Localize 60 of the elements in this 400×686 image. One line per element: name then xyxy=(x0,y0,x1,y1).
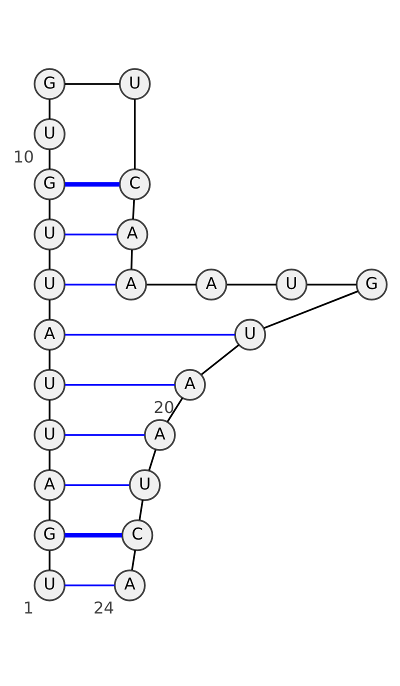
node-circle: A xyxy=(116,218,148,250)
connector xyxy=(307,283,357,285)
node-label: 1 xyxy=(23,598,34,617)
node-circle: G xyxy=(34,518,66,551)
connector xyxy=(48,199,50,219)
node-circle: U xyxy=(34,118,66,150)
connector xyxy=(166,397,184,422)
node-circle: U xyxy=(34,418,66,450)
connector xyxy=(48,450,50,470)
connector xyxy=(146,283,196,285)
connector xyxy=(48,550,50,570)
connector xyxy=(64,182,120,186)
connector xyxy=(64,434,145,436)
connector xyxy=(48,98,50,118)
node-circle: G xyxy=(34,168,66,200)
connector xyxy=(226,283,276,285)
node-label: 20 xyxy=(154,397,174,416)
node-circle: U xyxy=(234,318,266,350)
connector xyxy=(48,249,50,269)
connector xyxy=(64,283,116,285)
node-circle: U xyxy=(34,368,66,400)
node-circle: U xyxy=(34,568,66,601)
connector xyxy=(64,82,120,84)
connector xyxy=(201,344,240,375)
node-circle: C xyxy=(118,168,151,200)
connector xyxy=(64,333,235,336)
connector xyxy=(48,149,50,169)
connector xyxy=(134,98,136,169)
connector xyxy=(48,350,50,370)
node-label: 24 xyxy=(93,598,114,617)
node-circle: G xyxy=(34,68,66,100)
connector xyxy=(64,383,175,386)
connector xyxy=(48,500,50,520)
connector xyxy=(64,484,130,486)
connector xyxy=(148,448,156,470)
connector xyxy=(138,500,144,520)
connector xyxy=(64,532,122,538)
node-circle: U xyxy=(34,268,66,300)
node-circle: A xyxy=(115,268,147,300)
node-circle: A xyxy=(114,568,146,601)
connector xyxy=(130,249,133,269)
connector xyxy=(48,299,50,319)
connector xyxy=(48,400,50,420)
node-circle: A xyxy=(144,418,176,450)
node-circle: G xyxy=(356,268,388,300)
node-circle: U xyxy=(34,218,66,250)
node-circle: U xyxy=(118,68,151,100)
node-circle: A xyxy=(34,468,66,501)
node-circle: A xyxy=(195,268,228,300)
connector xyxy=(131,550,136,570)
node-label: 10 xyxy=(13,146,34,166)
node-circle: A xyxy=(174,368,206,400)
connector xyxy=(64,584,115,586)
connector xyxy=(132,199,135,219)
node-circle: U xyxy=(128,468,161,501)
node-circle: U xyxy=(276,268,308,300)
node-circle: A xyxy=(34,318,66,350)
connector xyxy=(64,233,118,235)
node-circle: C xyxy=(121,518,154,551)
connector xyxy=(264,290,358,328)
